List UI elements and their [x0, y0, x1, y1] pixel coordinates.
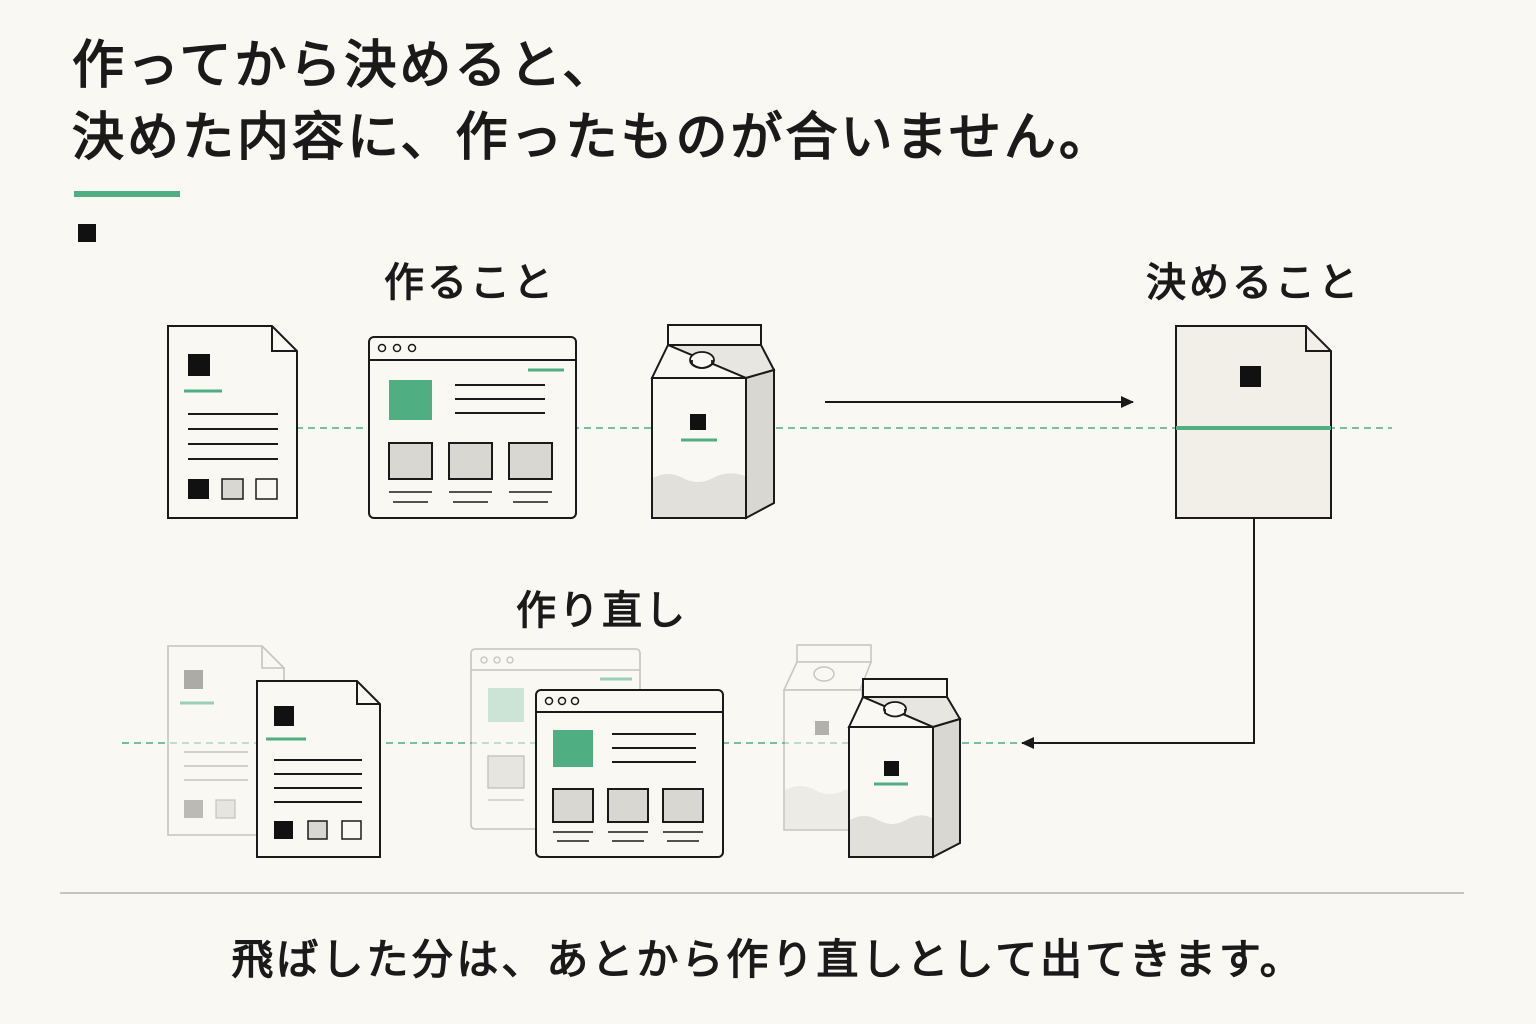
new-browser-window-icon — [535, 689, 724, 858]
browser-window-icon — [368, 336, 577, 519]
decision-document-icon — [1175, 325, 1332, 519]
title-accent-bar — [74, 191, 180, 197]
label-remake: 作り直し — [516, 588, 688, 634]
arrow-decide-to-remake — [1021, 518, 1255, 749]
faded-milk-carton-icon — [782, 644, 873, 831]
faded-document-icon — [167, 645, 285, 836]
label-make: 作ること — [384, 260, 556, 306]
new-document-icon — [256, 680, 381, 858]
bottom-caption: 飛ばした分は、あとから作り直しとして出てきます。 — [231, 935, 1305, 984]
milk-carton-icon — [650, 324, 776, 520]
title-line-1: 作ってから決めると、 — [72, 36, 618, 96]
page-title: 作ってから決めると、 決めた内容に、作ったものが合いません。 — [72, 30, 1114, 174]
marker-square — [78, 224, 96, 242]
document-icon — [167, 325, 298, 519]
title-line-2: 決めた内容に、作ったものが合いません。 — [72, 108, 1114, 168]
label-decide: 決めること — [1146, 260, 1361, 306]
new-milk-carton-icon — [847, 678, 962, 859]
